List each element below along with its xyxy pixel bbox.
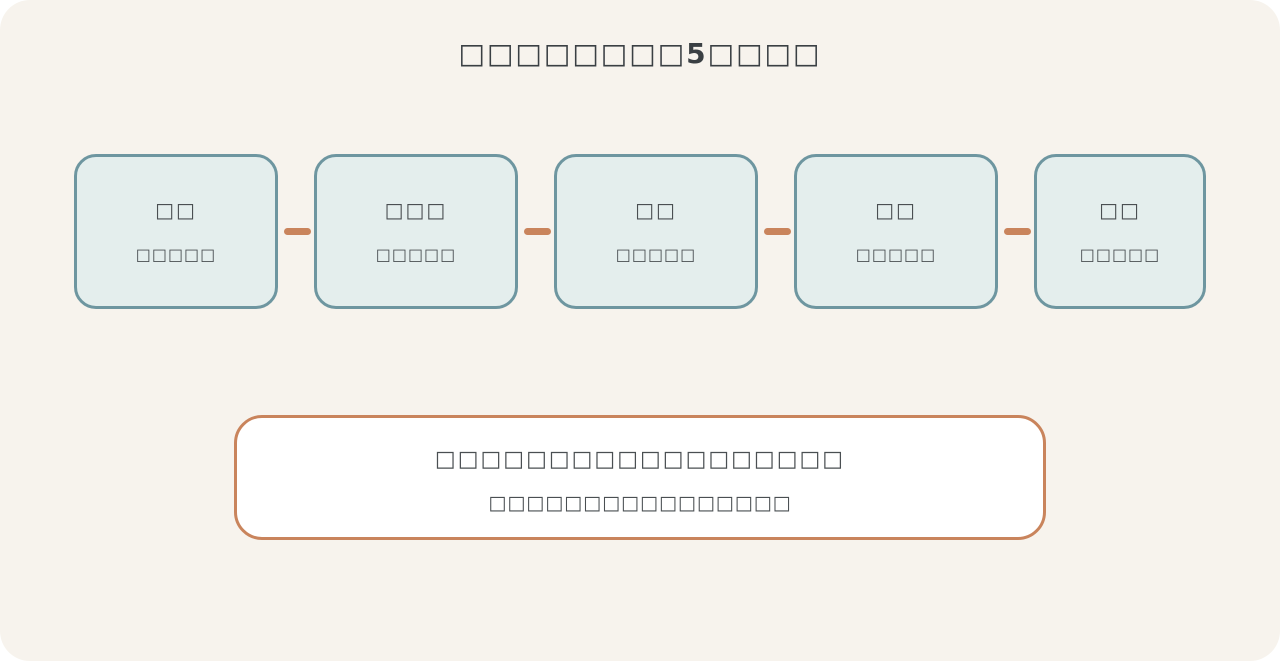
stage-name: □□: [1099, 198, 1141, 222]
stage-box-4: □□ □□□□□: [794, 154, 998, 309]
stage-name: □□□: [384, 198, 448, 222]
stage-name: □□: [875, 198, 917, 222]
stage-box-3: □□ □□□□□: [554, 154, 758, 309]
stage-description: □□□□□: [615, 245, 697, 264]
stage-description: □□□□□: [1079, 245, 1161, 264]
stage-description: □□□□□: [135, 245, 217, 264]
page-title: □□□□□□□□5□□□□: [458, 37, 822, 70]
stage-name: □□: [155, 198, 197, 222]
connector-4: [1004, 228, 1031, 235]
stage-description: □□□□□: [855, 245, 937, 264]
stage-box-1: □□ □□□□□: [74, 154, 278, 309]
stage-box-5: □□ □□□□□: [1034, 154, 1206, 309]
stage-description: □□□□□: [375, 245, 457, 264]
connector-3: [764, 228, 791, 235]
connector-2: [524, 228, 551, 235]
stage-name: □□: [635, 198, 677, 222]
summary-box: □□□□□□□□□□□□□□□□□□ □□□□□□□□□□□□□□□□: [234, 415, 1046, 540]
summary-main-text: □□□□□□□□□□□□□□□□□□: [434, 447, 846, 472]
stage-box-2: □□□ □□□□□: [314, 154, 518, 309]
summary-sub-text: □□□□□□□□□□□□□□□□: [488, 492, 792, 514]
connector-1: [284, 228, 311, 235]
